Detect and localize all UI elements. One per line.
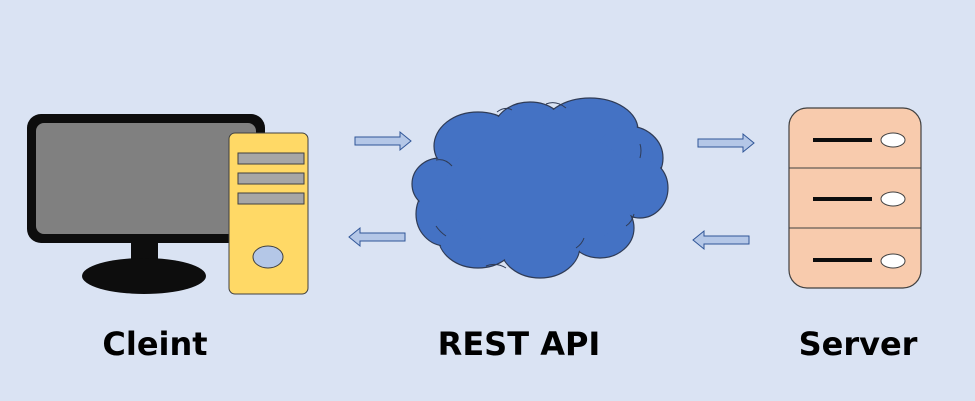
- server-unit-2: [813, 191, 906, 207]
- client-label: Cleint: [102, 325, 208, 363]
- desktop-computer-icon: [27, 114, 309, 295]
- server-unit-3: [813, 253, 906, 269]
- arrow-server-to-api: [692, 229, 750, 251]
- server-unit-1: [813, 132, 906, 148]
- rest-api-label: REST API: [437, 325, 601, 363]
- server-label: Server: [798, 325, 918, 363]
- monitor: [27, 114, 265, 294]
- arrow-client-to-api: [354, 130, 412, 152]
- arrow-api-to-server: [697, 132, 755, 154]
- cloud-icon: [411, 97, 669, 279]
- server-rack-icon: [788, 107, 922, 289]
- computer-tower: [228, 132, 309, 295]
- arrow-api-to-client: [348, 226, 406, 248]
